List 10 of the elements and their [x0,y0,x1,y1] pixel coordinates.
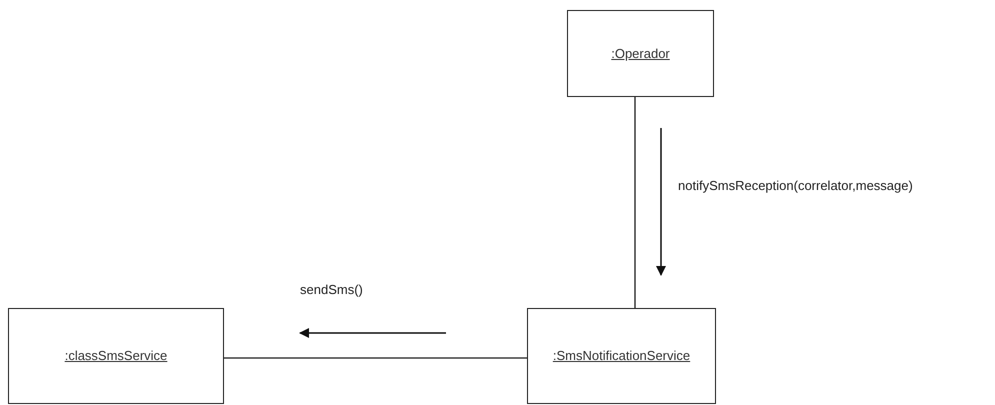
connector-line [224,357,527,359]
object-box [8,308,224,404]
object-name: :Operador [611,44,670,63]
edge-label: sendSms() [300,281,363,299]
object-box [567,10,714,97]
object-box [527,308,716,404]
connector-line [634,97,636,308]
edge-label: notifySmsReception(correlator,message) [678,177,913,195]
object-name: :classSmsService [64,347,168,366]
object-name: :SmsNotificationService [552,347,690,366]
